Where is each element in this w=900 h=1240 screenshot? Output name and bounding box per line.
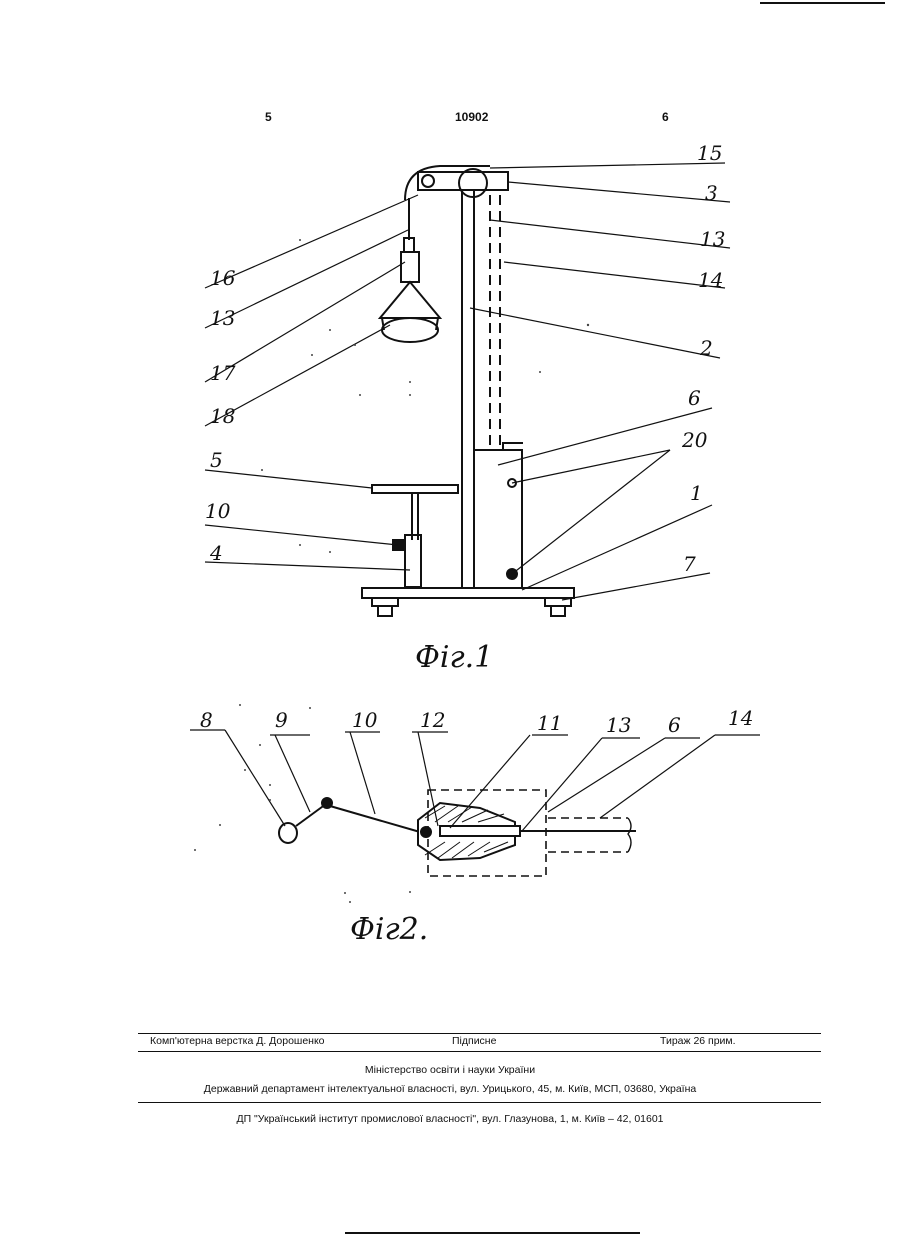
typesetting-credit: Комп'ютерна верстка Д. Дорошенко xyxy=(150,1035,325,1047)
fig1-label-15-0: 15 xyxy=(697,141,722,165)
fig2-label-6-6: 6 xyxy=(668,713,681,737)
fig1-label-7-8: 7 xyxy=(683,552,696,576)
fig1-label-17-11: 17 xyxy=(210,361,236,385)
circulation-note: Тираж 26 прим. xyxy=(660,1035,736,1047)
fig1-label-2-4: 2 xyxy=(699,336,713,360)
fig2-label-12-3: 12 xyxy=(420,708,445,732)
fig1-label-6-5: 6 xyxy=(688,386,701,410)
footer-lower-rule xyxy=(138,1102,821,1103)
fig1-label-1-7: 1 xyxy=(690,481,703,505)
fig1-label-16-9: 16 xyxy=(210,266,236,290)
ministry-line: Міністерство освіти і науки України xyxy=(0,1064,900,1076)
signed-note: Підписне xyxy=(452,1035,496,1047)
fig1-label-10-14: 10 xyxy=(205,499,231,523)
fig1-label-3-1: 3 xyxy=(705,181,718,205)
fig1-label-13-10: 13 xyxy=(210,306,235,330)
footer-mid-rule xyxy=(138,1051,821,1052)
figure-2-caption: Фіг2. xyxy=(350,912,428,947)
fig1-label-14-3: 14 xyxy=(698,268,723,292)
fig2-label-11-4: 11 xyxy=(537,711,562,735)
institute-line: ДП "Український інститут промислової вла… xyxy=(0,1113,900,1125)
fig1-label-13-2: 13 xyxy=(700,227,725,251)
fig2-label-10-2: 10 xyxy=(352,708,378,732)
footer-top-rule xyxy=(138,1033,821,1034)
fig2-label-13-5: 13 xyxy=(606,713,631,737)
fig1-label-18-12: 18 xyxy=(210,404,235,428)
fig1-label-5-13: 5 xyxy=(210,448,223,472)
fig2-label-8-0: 8 xyxy=(200,708,213,732)
department-line: Державний департамент інтелектуальної вл… xyxy=(0,1083,900,1095)
fig1-label-4-15: 4 xyxy=(209,541,223,565)
bottom-rule xyxy=(345,1232,640,1234)
figure-1-caption: Фіг.1 xyxy=(415,640,493,675)
fig2-label-9-1: 9 xyxy=(275,708,288,732)
fig2-label-14-7: 14 xyxy=(728,706,753,730)
fig1-label-20-6: 20 xyxy=(681,428,708,452)
